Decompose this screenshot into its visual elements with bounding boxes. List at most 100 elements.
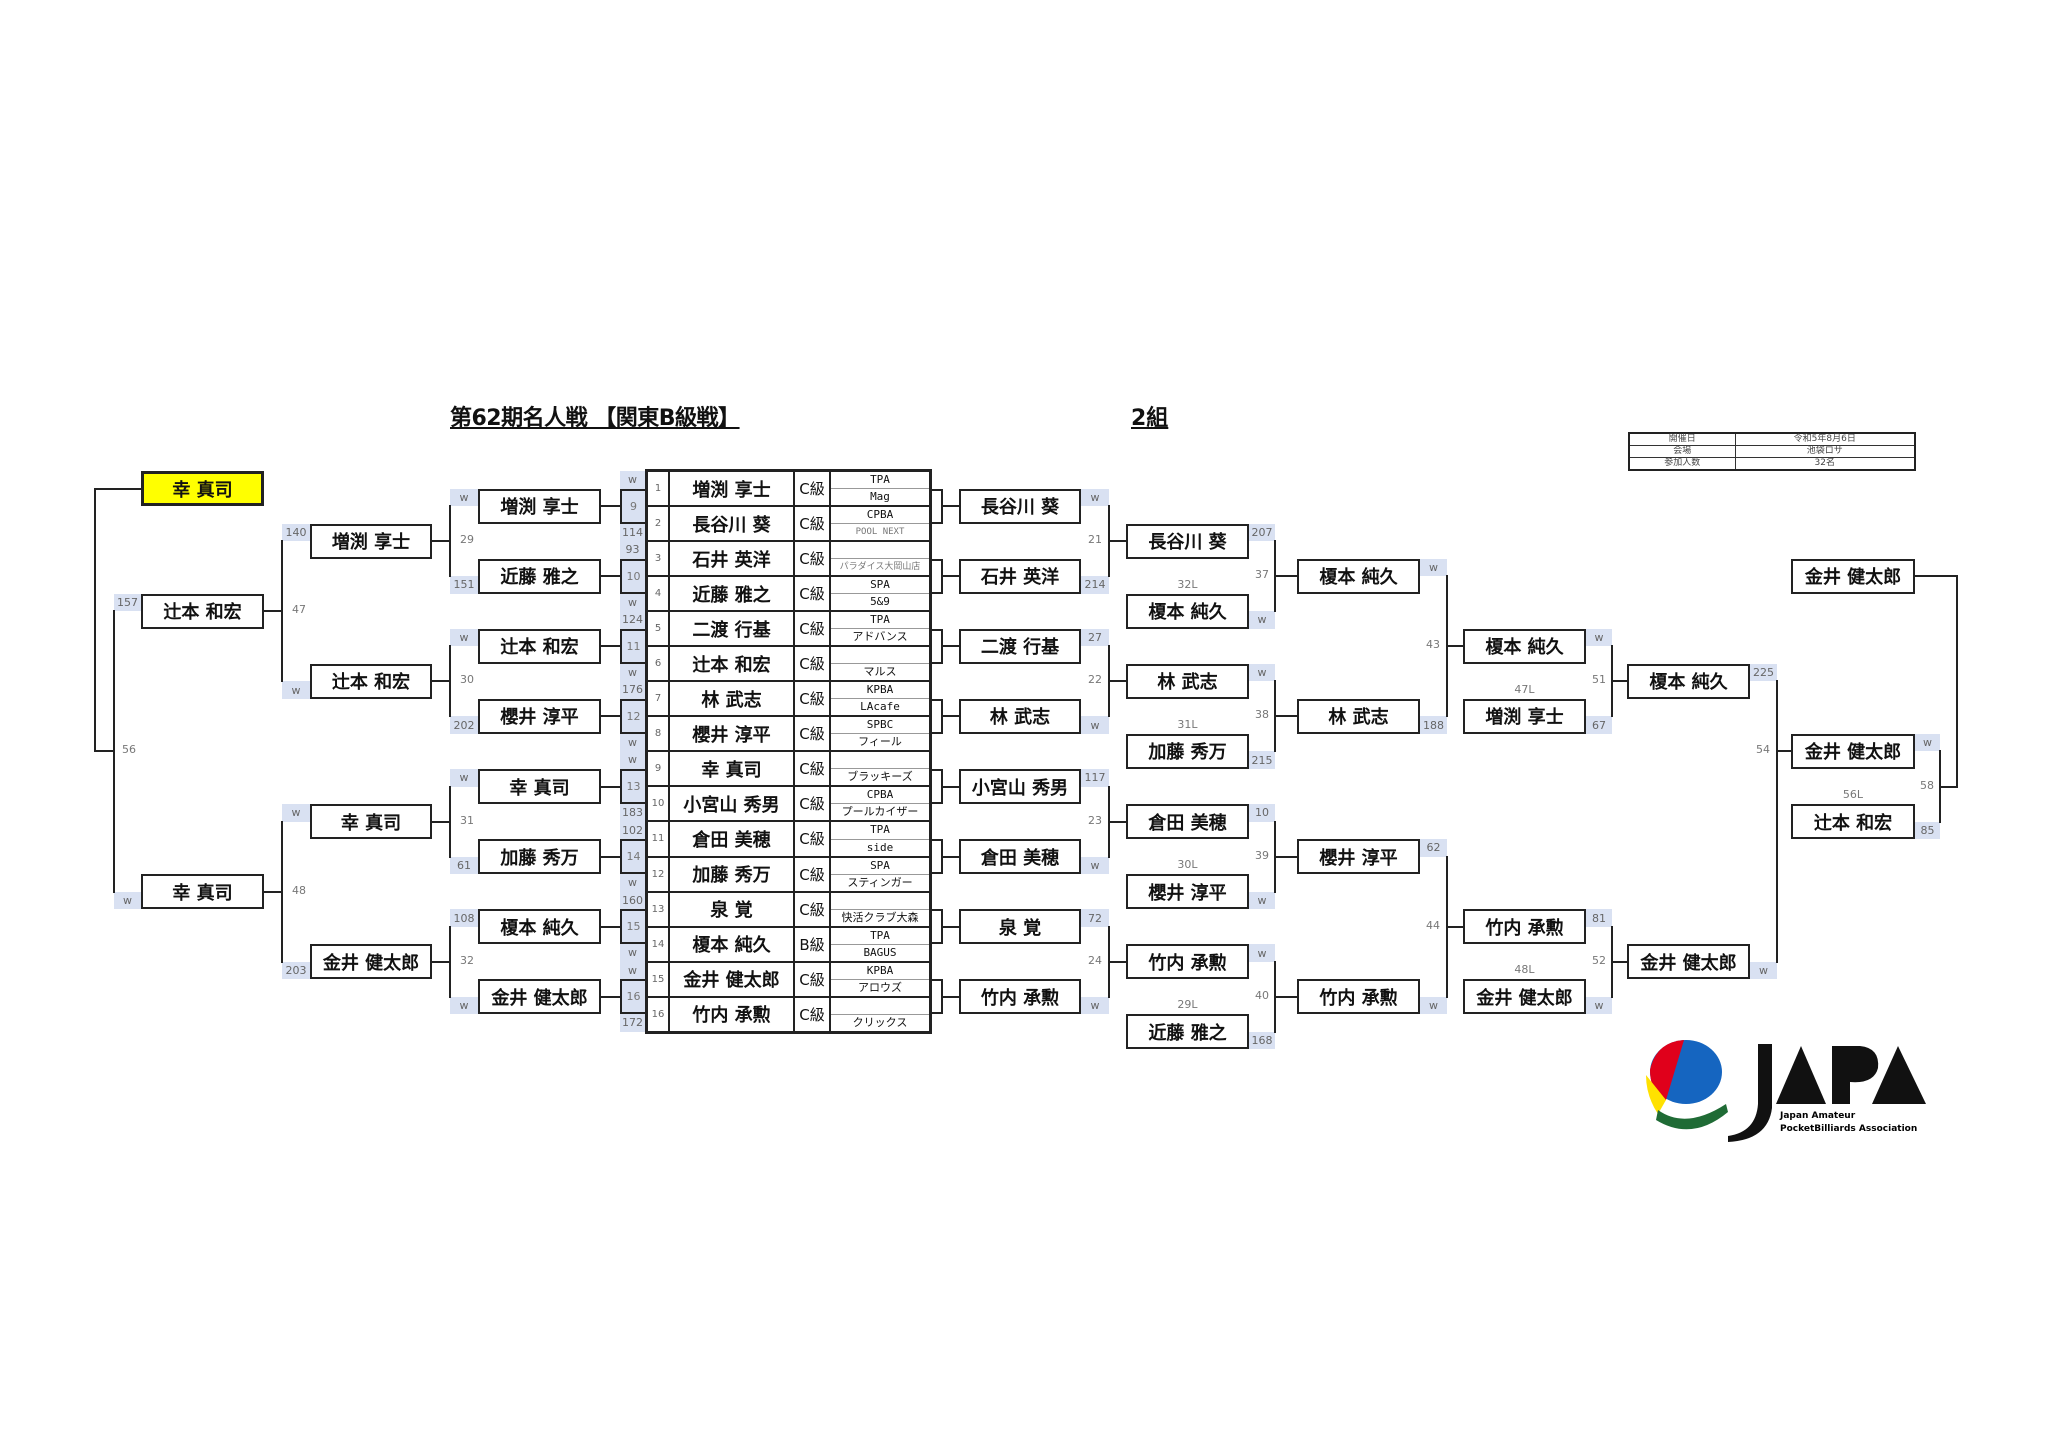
player-name[interactable]: 林 武志 bbox=[670, 682, 795, 716]
score-badge: w bbox=[1586, 628, 1612, 647]
player-box[interactable]: 石井 英洋 bbox=[959, 558, 1081, 594]
bracket-line bbox=[943, 715, 959, 718]
player-name[interactable]: 竹内 承勲 bbox=[670, 997, 795, 1031]
player-box[interactable]: 倉田 美穂 bbox=[1126, 804, 1249, 840]
player-box[interactable]: 金井 健太郎 bbox=[1627, 944, 1750, 980]
score-badge: w bbox=[282, 804, 310, 822]
score-badge: 225 bbox=[1750, 663, 1777, 682]
score-badge: w bbox=[1586, 996, 1612, 1015]
association bbox=[831, 752, 929, 770]
affiliation: パラダイス大岡山店 bbox=[831, 542, 929, 575]
player-box[interactable]: 竹内 承勲 bbox=[1463, 909, 1586, 945]
player-box[interactable]: 近藤 雅之 bbox=[1126, 1014, 1249, 1050]
player-box[interactable]: 林 武志 bbox=[1126, 663, 1249, 699]
player-box[interactable]: 榎本 純久 bbox=[1126, 593, 1249, 629]
player-box[interactable]: 幸 真司 bbox=[141, 874, 264, 910]
player-name[interactable]: 長谷川 葵 bbox=[670, 507, 795, 541]
player-box[interactable]: 幸 真司 bbox=[310, 804, 432, 840]
player-box[interactable]: 金井 健太郎 bbox=[1791, 733, 1915, 769]
player-box[interactable]: 榎本 純久 bbox=[478, 909, 601, 945]
first-round-match: 12 bbox=[620, 698, 645, 734]
player-box[interactable]: 増渕 享士 bbox=[310, 523, 432, 559]
player-box[interactable]: 榎本 純久 bbox=[1463, 628, 1586, 664]
player-name[interactable]: 金井 健太郎 bbox=[670, 962, 795, 996]
player-box[interactable]: 長谷川 葵 bbox=[1126, 523, 1249, 559]
player-box[interactable]: 二渡 行基 bbox=[959, 628, 1081, 664]
seed-number: 5 bbox=[648, 612, 670, 646]
player-box[interactable]: 小宮山 秀男 bbox=[959, 769, 1081, 804]
player-name[interactable]: 加藤 秀万 bbox=[670, 857, 795, 891]
player-box[interactable]: 加藤 秀万 bbox=[1126, 733, 1249, 769]
tournament-title: 第62期名人戦 【関東B級戦】 bbox=[450, 406, 740, 431]
player-box[interactable]: 辻本 和宏 bbox=[1791, 804, 1915, 840]
player-box[interactable]: 榎本 純久 bbox=[1297, 558, 1420, 594]
match-number: 37 bbox=[1255, 568, 1269, 582]
player-box[interactable]: 竹内 承勲 bbox=[959, 979, 1081, 1015]
player-box[interactable]: 榎本 純久 bbox=[1627, 663, 1750, 699]
player-box[interactable]: 増渕 享士 bbox=[1463, 698, 1586, 734]
score-badge: 72 bbox=[1081, 909, 1109, 927]
player-class: C級 bbox=[795, 682, 831, 716]
info-value: 令和5年8月6日 bbox=[1734, 432, 1916, 446]
player-name[interactable]: 小宮山 秀男 bbox=[670, 787, 795, 821]
score-badge: w bbox=[620, 874, 645, 892]
association: KPBA bbox=[831, 963, 929, 980]
score-badge: 67 bbox=[1586, 716, 1612, 734]
player-box[interactable]: 近藤 雅之 bbox=[478, 558, 601, 594]
player-box[interactable]: 金井 健太郎 bbox=[310, 944, 432, 980]
club: フィール bbox=[858, 735, 902, 749]
player-box[interactable]: 林 武志 bbox=[1297, 698, 1420, 734]
player-name[interactable]: 倉田 美穂 bbox=[670, 822, 795, 856]
player-box[interactable]: 辻本 和宏 bbox=[310, 663, 432, 699]
association: TPA bbox=[831, 928, 929, 945]
player-box[interactable]: 幸 真司 bbox=[478, 769, 601, 804]
association bbox=[831, 542, 929, 560]
player-box[interactable]: 増渕 享士 bbox=[478, 488, 601, 524]
player-name[interactable]: 辻本 和宏 bbox=[670, 647, 795, 681]
player-box[interactable]: 櫻井 淳平 bbox=[1126, 874, 1249, 910]
score-badge: w bbox=[620, 471, 645, 488]
player-box[interactable]: 竹内 承勲 bbox=[1126, 944, 1249, 980]
player-box[interactable]: 加藤 秀万 bbox=[478, 839, 601, 875]
score-badge: w bbox=[114, 891, 141, 910]
player-name[interactable]: 石井 英洋 bbox=[670, 542, 795, 576]
player-name[interactable]: 櫻井 淳平 bbox=[670, 717, 795, 751]
player-box[interactable]: 竹内 承勲 bbox=[1297, 979, 1420, 1015]
japa-logo: Japan Amateur PocketBilliards Associatio… bbox=[1646, 1040, 1926, 1142]
player-class: C級 bbox=[795, 892, 831, 926]
seed-number: 3 bbox=[648, 542, 670, 576]
score-badge: 203 bbox=[282, 961, 310, 980]
player-name[interactable]: 幸 真司 bbox=[670, 752, 795, 786]
champion-box[interactable]: 幸 真司 bbox=[141, 471, 264, 506]
player-box[interactable]: 金井 健太郎 bbox=[478, 979, 601, 1015]
bracket-line bbox=[1447, 645, 1463, 648]
bracket-line bbox=[601, 925, 620, 928]
player-name[interactable]: 二渡 行基 bbox=[670, 612, 795, 646]
player-name[interactable]: 榎本 純久 bbox=[670, 927, 795, 961]
association bbox=[831, 998, 929, 1015]
player-box[interactable]: 泉 覚 bbox=[959, 909, 1081, 945]
player-box[interactable]: 倉田 美穂 bbox=[959, 839, 1081, 875]
first-round-match: 11 bbox=[620, 628, 645, 664]
seed-number: 10 bbox=[648, 787, 670, 821]
losers-final-box[interactable]: 金井 健太郎 bbox=[1791, 558, 1915, 594]
player-box[interactable]: 辻本 和宏 bbox=[478, 628, 601, 664]
player-box[interactable]: 金井 健太郎 bbox=[1463, 979, 1586, 1015]
player-box[interactable]: 櫻井 淳平 bbox=[1297, 839, 1420, 875]
player-box[interactable]: 櫻井 淳平 bbox=[478, 698, 601, 734]
player-name[interactable]: 泉 覚 bbox=[670, 892, 795, 926]
score-badge: 140 bbox=[282, 523, 310, 542]
player-box[interactable]: 辻本 和宏 bbox=[141, 593, 264, 629]
score-badge: w bbox=[1249, 891, 1275, 910]
player-name[interactable]: 増渕 享士 bbox=[670, 472, 795, 506]
player-box[interactable]: 林 武志 bbox=[959, 698, 1081, 734]
seed-number: 11 bbox=[648, 822, 670, 856]
player-name[interactable]: 近藤 雅之 bbox=[670, 577, 795, 611]
loser-drop-label: 29L bbox=[1177, 998, 1198, 1012]
player-box[interactable]: 長谷川 葵 bbox=[959, 488, 1081, 524]
